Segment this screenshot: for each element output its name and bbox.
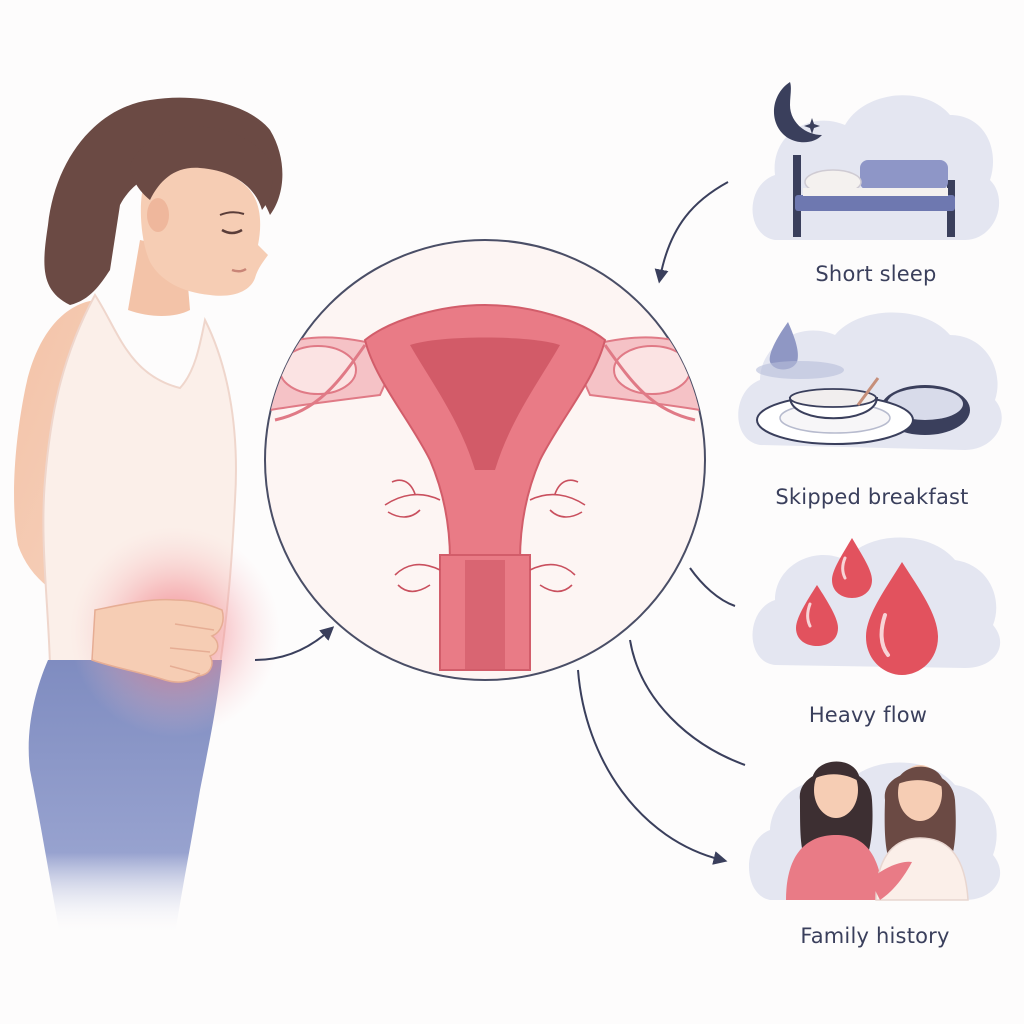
ear xyxy=(147,198,169,232)
left-ovary xyxy=(279,345,357,395)
factor-family-history xyxy=(749,761,1001,901)
connector-heavy-flow xyxy=(629,639,746,766)
arrow-belly-to-uterus xyxy=(254,626,335,661)
factor-label-family-history: Family history xyxy=(800,924,950,948)
factor-heavy-flow xyxy=(752,537,1001,675)
blood-drops-icon xyxy=(796,538,938,675)
factor-label-short-sleep: Short sleep xyxy=(815,262,937,286)
factor-skipped-breakfast xyxy=(738,312,1002,450)
empty-plate-icon xyxy=(756,322,970,445)
eyebrow xyxy=(219,211,245,216)
right-ovary xyxy=(613,345,691,395)
factor-label-heavy-flow: Heavy flow xyxy=(808,703,928,727)
closed-eye xyxy=(221,228,243,235)
hand-on-belly xyxy=(91,598,224,683)
vaginal-canal xyxy=(465,560,505,670)
mouth xyxy=(231,267,247,273)
woman-figure xyxy=(14,97,283,935)
arrow-family-history xyxy=(577,669,728,865)
uterus-zoom-circle xyxy=(264,239,706,681)
hair-fringe xyxy=(130,126,273,210)
face xyxy=(140,164,268,296)
factor-label-skipped-breakfast: Skipped breakfast xyxy=(775,485,969,509)
arrow-sleep-to-uterus xyxy=(654,181,729,284)
connector-breakfast xyxy=(689,567,736,607)
two-women-icon xyxy=(786,761,969,901)
uterine-cavity xyxy=(410,337,560,470)
moon-bed-icon xyxy=(773,82,955,237)
blood-vessels xyxy=(384,479,586,593)
factor-short-sleep xyxy=(752,82,1000,240)
